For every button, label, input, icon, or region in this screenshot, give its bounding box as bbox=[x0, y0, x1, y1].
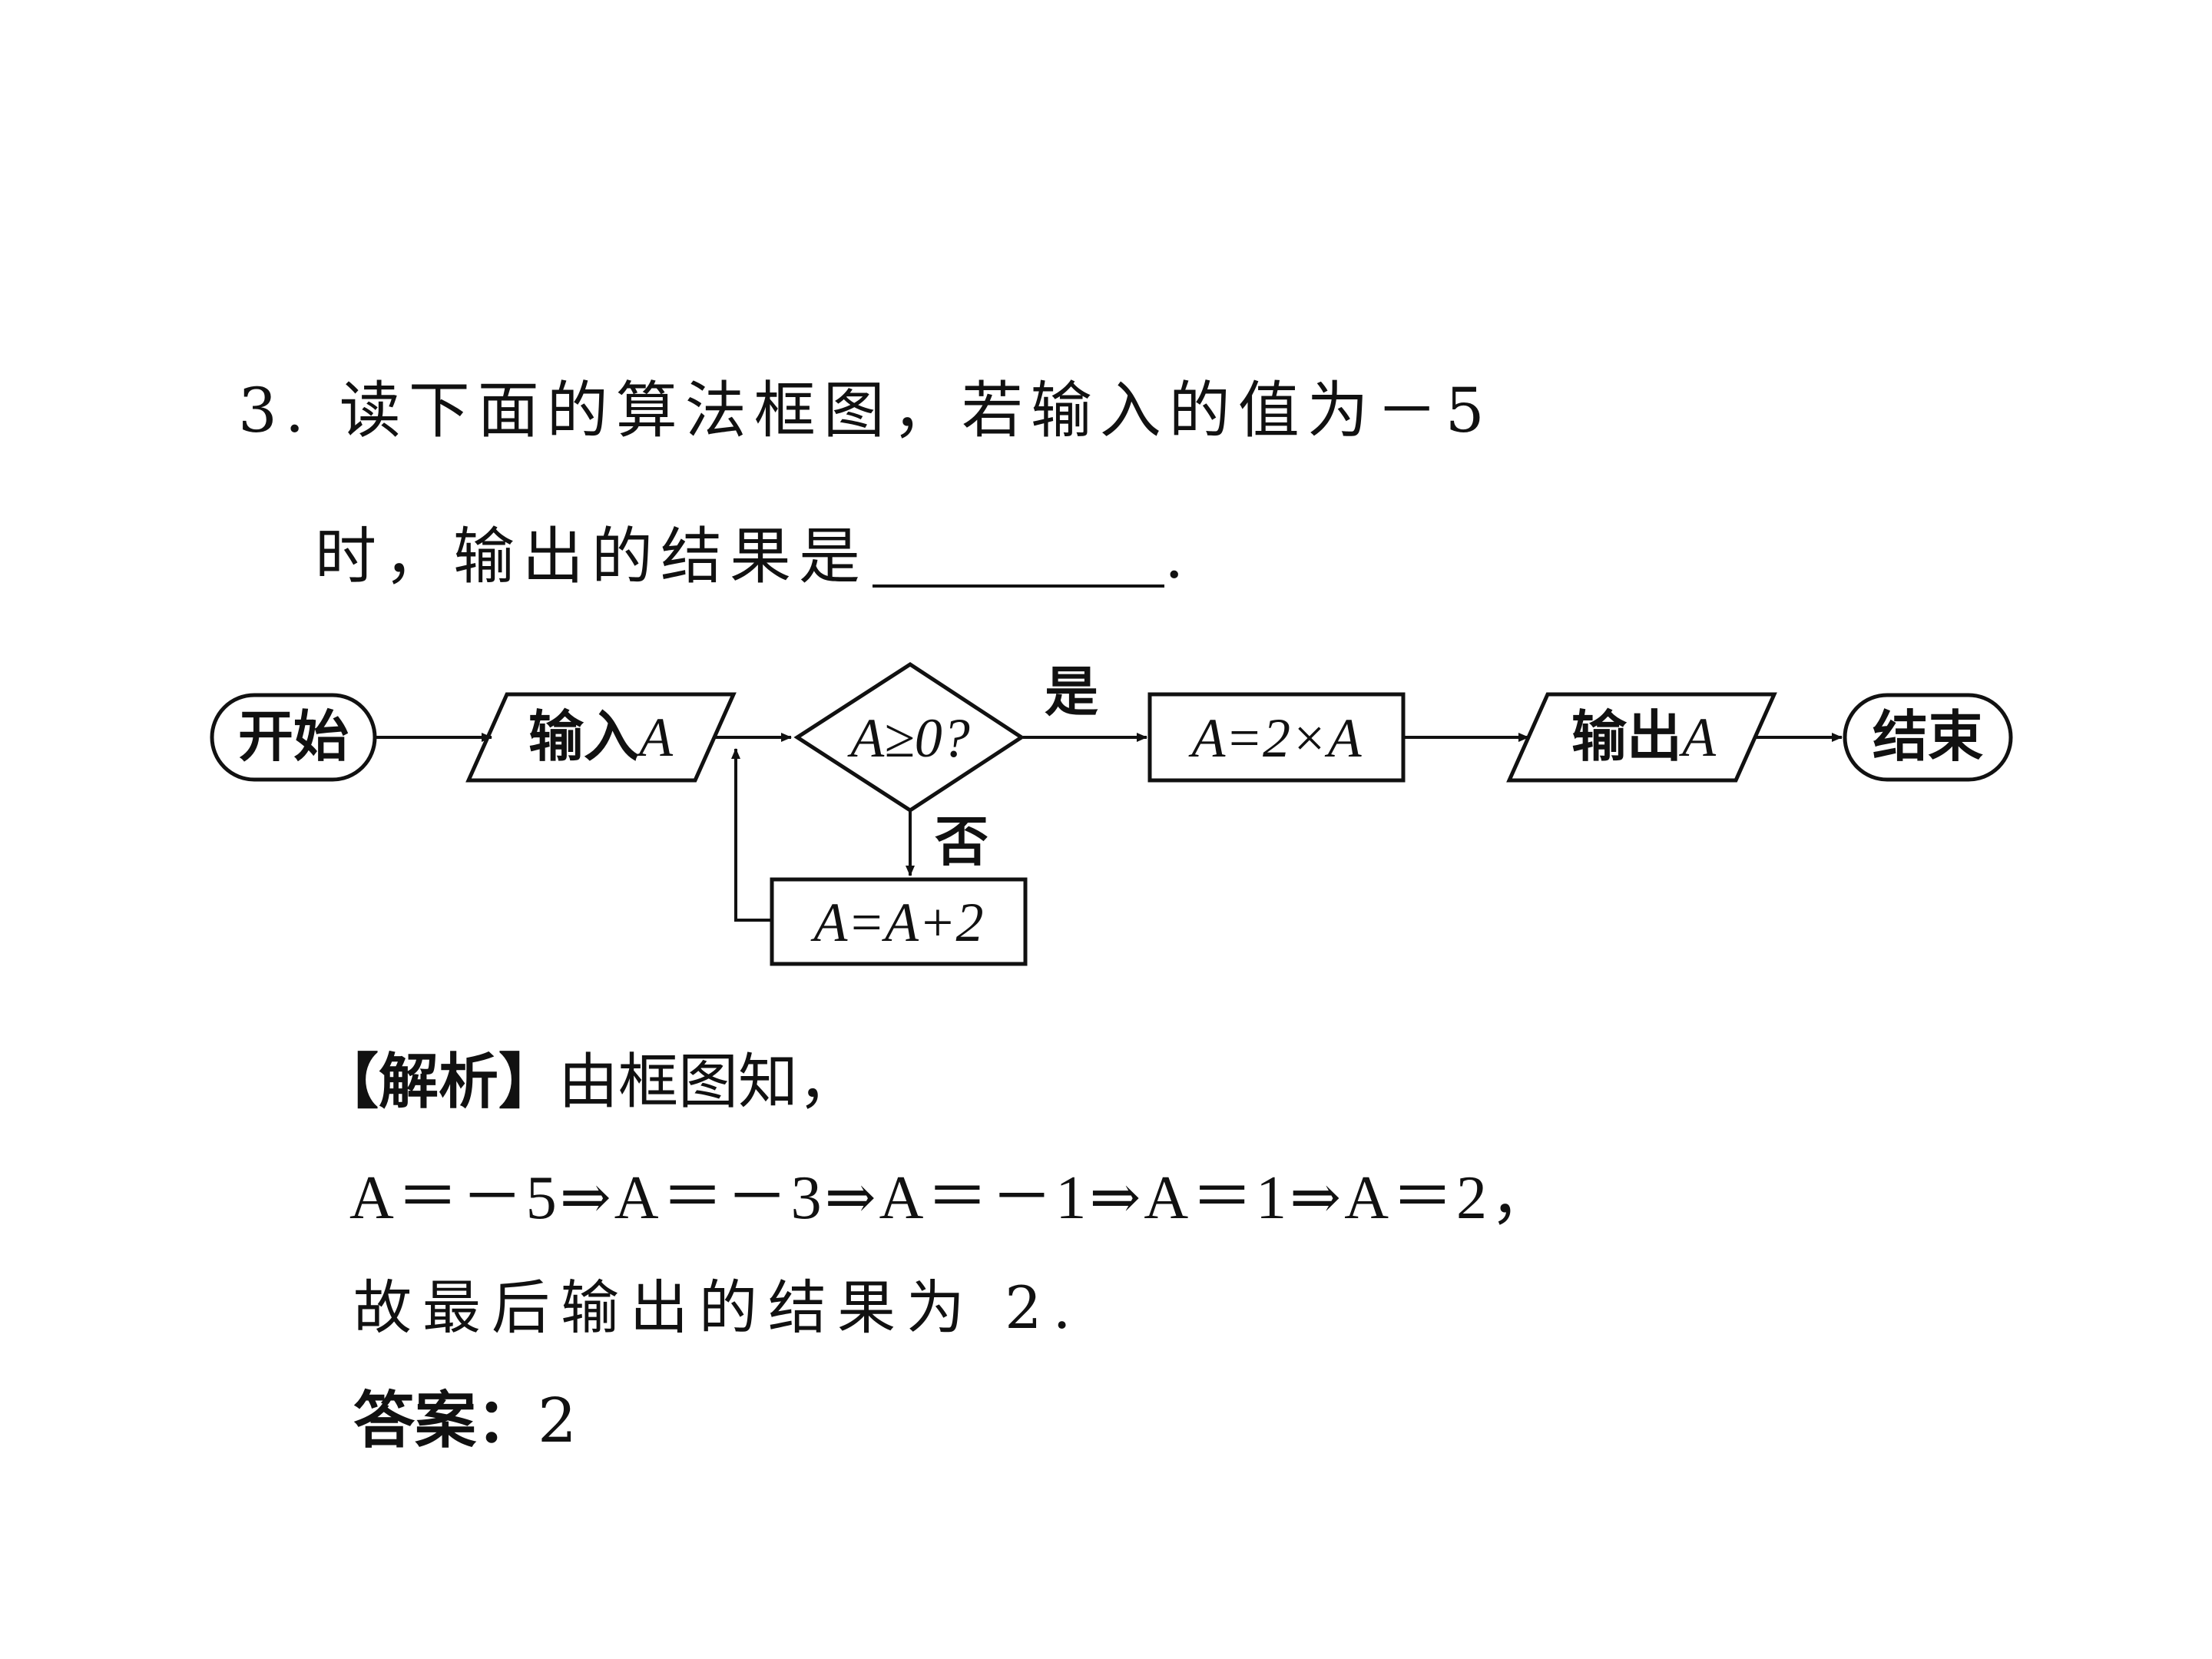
end-label: 结束 bbox=[1873, 704, 1983, 769]
process-double: A=2×A bbox=[1147, 692, 1406, 783]
question-line-2-end: . bbox=[1164, 521, 1184, 592]
loop-back-line bbox=[731, 748, 772, 922]
yes-label: 是 bbox=[1045, 661, 1098, 724]
decision-diamond: A≥0? bbox=[793, 662, 1025, 813]
solution-conclusion: 故最后输出的结果为 2. bbox=[353, 1273, 1082, 1342]
process-increment: A=A+2 bbox=[770, 877, 1028, 966]
input-parallelogram: 输入A bbox=[465, 692, 737, 783]
answer-blank bbox=[873, 531, 1164, 588]
solution-intro: 【解析】由框图知， bbox=[319, 1052, 858, 1112]
start-terminal: 开始 bbox=[210, 693, 377, 782]
svg-text:输入A: 输入A bbox=[528, 704, 674, 769]
decision-condition: A≥0? bbox=[847, 707, 970, 769]
process-double-label: A=2×A bbox=[1188, 707, 1362, 769]
input-variable: A bbox=[636, 707, 674, 768]
question-line-2: 时，输出的结果是. bbox=[315, 526, 1184, 588]
solution-chain: A＝－5⇒A＝－3⇒A＝－1⇒A＝1⇒A＝2， bbox=[349, 1164, 1555, 1232]
start-label: 开始 bbox=[238, 704, 349, 769]
process-increment-label: A=A+2 bbox=[810, 892, 983, 953]
answer-value: 2 bbox=[538, 1385, 577, 1456]
end-terminal: 结束 bbox=[1843, 693, 2013, 782]
answer-line: 答案：2 bbox=[353, 1390, 577, 1452]
solution-intro-text: 由框图知， bbox=[558, 1048, 859, 1117]
question-line-1: 3. 读下面的算法框图，若输入的值为－5 bbox=[238, 375, 1492, 446]
solution-header: 【解析】 bbox=[319, 1048, 559, 1117]
answer-label: 答案： bbox=[353, 1385, 538, 1456]
output-parallelogram: 输出A bbox=[1506, 692, 1777, 783]
svg-text:输出A: 输出A bbox=[1571, 704, 1717, 769]
question-line-2-text: 时，输出的结果是 bbox=[315, 521, 868, 592]
no-label: 否 bbox=[935, 810, 988, 873]
output-label: 输出 bbox=[1571, 704, 1682, 769]
input-label: 输入 bbox=[528, 704, 639, 769]
output-variable: A bbox=[1679, 707, 1717, 768]
